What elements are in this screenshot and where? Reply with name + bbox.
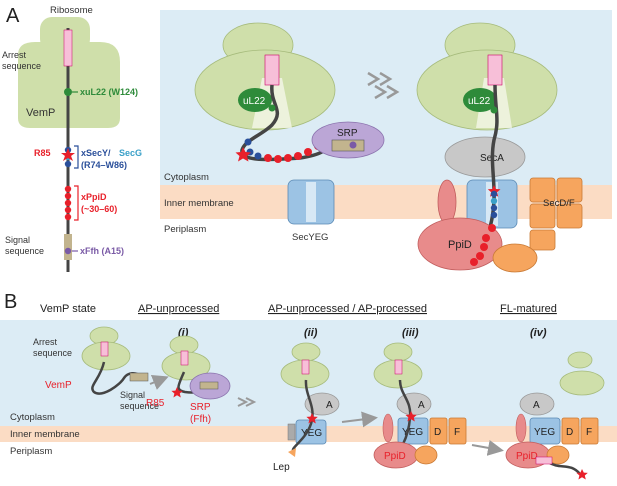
signal-label-1: Signal xyxy=(5,235,30,245)
secdf: SecD/F xyxy=(529,177,583,251)
panel-a-illustration: Cytoplasm Inner membrane Periplasm uL22 … xyxy=(160,10,612,273)
stage-iii-label: (iii) xyxy=(402,327,419,339)
signal-label-b2: sequence xyxy=(120,401,159,411)
ul22-left xyxy=(238,88,272,112)
state-iii: A YEG D F PpiD xyxy=(373,342,467,469)
ul22-right-label: uL22 xyxy=(468,96,491,107)
stage-ii-label: (ii) xyxy=(304,327,318,339)
vemp-schematic: Ribosome Arrest sequence xuL22 (W124) Ve… xyxy=(2,5,142,272)
r85-star xyxy=(61,148,75,161)
arrest-label-b1: Arrest xyxy=(33,337,58,347)
ap-both-header: AP-unprocessed / AP-processed xyxy=(268,303,427,315)
vemp-state-label: VemP state xyxy=(40,303,96,315)
r85-label: R85 xyxy=(34,148,51,158)
xsecy-range: (R74–W86) xyxy=(81,160,127,170)
seca xyxy=(444,136,526,178)
cytoplasm-label-b: Cytoplasm xyxy=(10,412,55,423)
xffh-label: xFfh (A15) xyxy=(80,246,124,256)
lep-label: Lep xyxy=(273,462,290,473)
yeg-label-iv: YEG xyxy=(534,427,555,438)
periplasm-label-b: Periplasm xyxy=(10,446,52,457)
stage-i-label: (i) xyxy=(178,327,189,339)
ppid-label-iv: PpiD xyxy=(516,451,538,462)
a-label-ii: A xyxy=(326,400,333,411)
cytoplasm-label-a: Cytoplasm xyxy=(164,172,209,183)
inner-membrane-label-a: Inner membrane xyxy=(164,198,234,209)
vemp-label-b: VemP xyxy=(45,380,72,391)
r85-label-b: R85 xyxy=(146,398,165,409)
ap-unprocessed-header: AP-unprocessed xyxy=(138,303,219,315)
transition-arrows xyxy=(367,71,393,87)
xppid-label: xPpiD xyxy=(81,192,107,202)
state-iv: A YEG D F PpiD xyxy=(505,351,605,480)
signal-label-b1: Signal xyxy=(120,390,145,400)
xppid-range: (~30–60) xyxy=(81,204,117,214)
state-initial: Arrest sequence VemP Signal sequence xyxy=(33,326,159,411)
r85-star-left xyxy=(235,147,251,162)
state-i: R85 SRP (Ffh) xyxy=(146,335,231,425)
ul22-right xyxy=(463,88,497,112)
xsecy-label-1: xSecY/ xyxy=(81,148,111,158)
vemp-label: VemP xyxy=(26,107,55,119)
secdf-label: SecD/F xyxy=(543,198,575,209)
secyeg-label: SecYEG xyxy=(292,232,328,243)
srp-label-a: SRP xyxy=(337,128,358,139)
stage-iv-label: (iv) xyxy=(530,327,547,339)
arrest-label-b2: sequence xyxy=(33,348,72,358)
ppid-label-iii: PpiD xyxy=(384,451,406,462)
ul22-left-label: uL22 xyxy=(243,96,266,107)
ffh-label-b: (Ffh) xyxy=(190,414,211,425)
state-ii: A YEG Lep xyxy=(273,342,340,473)
xul22-label: xuL22 (W124) xyxy=(80,87,138,97)
arrest-box-left xyxy=(264,54,280,86)
d-label-iv: D xyxy=(566,427,573,438)
ul22-crosslink-dot xyxy=(64,88,72,96)
periplasm-label-a: Periplasm xyxy=(164,224,206,235)
f-label-iv: F xyxy=(586,427,592,438)
ppid-label-a: PpiD xyxy=(448,239,472,251)
arrest-sequence-box xyxy=(63,29,73,67)
xsecy-label-2: SecG xyxy=(119,148,142,158)
signal-sequence-box xyxy=(64,234,72,260)
a-label-iv: A xyxy=(533,400,540,411)
yeg-label-ii: YEG xyxy=(301,428,322,439)
srp-label-b: SRP xyxy=(190,402,211,413)
panel-b-letter: B xyxy=(4,291,17,313)
a-label-iii: A xyxy=(418,400,425,411)
f-label-iii: F xyxy=(454,427,460,438)
arrest-label-1: Arrest xyxy=(2,50,27,60)
arrest-label-2: sequence xyxy=(2,61,41,71)
arrest-box-right xyxy=(487,54,503,86)
panel-a-letter: A xyxy=(6,5,20,27)
ribosome-label: Ribosome xyxy=(50,5,93,16)
fl-matured-header: FL-matured xyxy=(500,303,557,315)
signal-label-2: sequence xyxy=(5,246,44,256)
yeg-label-iii: YEG xyxy=(402,427,423,438)
d-label-iii: D xyxy=(434,427,441,438)
inner-membrane-label-b: Inner membrane xyxy=(10,429,80,440)
